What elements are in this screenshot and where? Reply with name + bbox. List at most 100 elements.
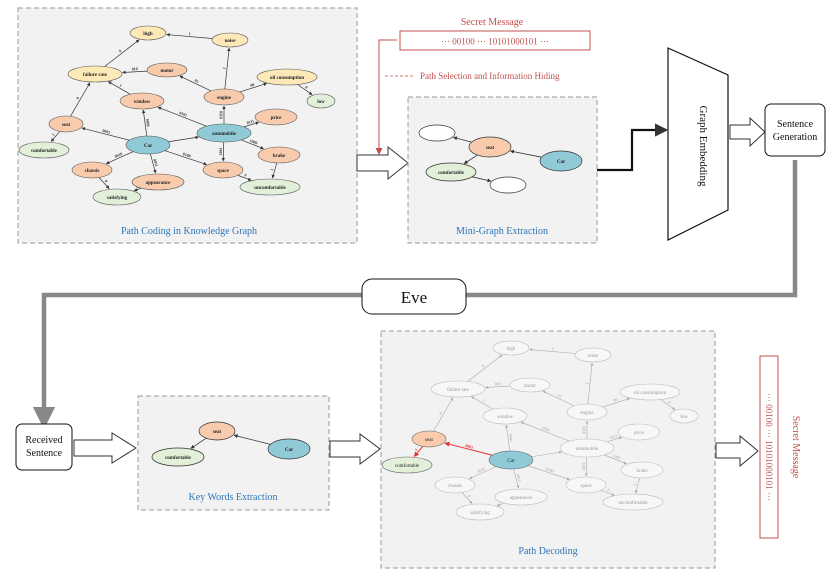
dec-node-label-automobile: automobile bbox=[576, 447, 599, 452]
graph-embedding-label: Graph Embedding bbox=[697, 106, 709, 187]
path-selection-label: Path Selection and Information Hiding bbox=[420, 71, 560, 81]
kg-edge-noise-high bbox=[166, 33, 213, 39]
kw-node-label-comfortable: comfortable bbox=[165, 456, 192, 461]
kg-edge-label-chassis-satisfying: 0 bbox=[104, 179, 109, 184]
kg-node-engine bbox=[203, 88, 245, 106]
dec-node-automobile bbox=[559, 438, 615, 458]
kg-edge-car-space bbox=[164, 150, 208, 166]
dec-node-label-appearance: appearance bbox=[510, 496, 533, 501]
dec-node-label-failure: failure rate bbox=[447, 388, 470, 393]
dec-node-uncomfortable bbox=[602, 493, 664, 511]
dec-edge-car-chassis bbox=[468, 466, 497, 479]
dec-edge-label-automobile-window: 0101 bbox=[542, 425, 551, 433]
arrow-decode-to-secret bbox=[715, 434, 759, 468]
kg-node-label-window: window bbox=[134, 100, 151, 105]
kg-edge-engine-motor bbox=[179, 75, 212, 92]
dec-node-satisfying bbox=[455, 503, 505, 521]
dec-node-label-car: Car bbox=[507, 459, 515, 464]
dec-edge-label-window-failure: 1 bbox=[482, 398, 486, 403]
kg-edge-brake-uncomfortable bbox=[271, 162, 278, 179]
dec-node-seat bbox=[411, 430, 447, 448]
dec-node-oil bbox=[619, 383, 681, 401]
dec-edge-chassis-satisfying bbox=[461, 492, 473, 504]
mini-node-label-seat: seat bbox=[486, 146, 495, 151]
kg-edge-automobile-price bbox=[243, 121, 260, 128]
dec-node-label-space: space bbox=[580, 484, 592, 489]
kg-edge-label-car-chassis: 0010 bbox=[114, 151, 123, 159]
received-sentence-line2: Sentence bbox=[26, 448, 63, 459]
kg-edge-car-seat bbox=[81, 127, 130, 141]
graph-embedding-block bbox=[667, 47, 729, 241]
dec-edge-label-motor-failure: 010 bbox=[495, 381, 501, 386]
arrow-keywords-to-decode bbox=[329, 433, 381, 465]
kg-edge-label-engine-noise: 1 bbox=[221, 67, 226, 70]
kg-node-brake bbox=[257, 146, 301, 164]
decode-panel-title: Path Decoding bbox=[518, 546, 577, 557]
kg-edge-label-engine-motor: 01 bbox=[194, 78, 200, 84]
kg-edge-space-uncomfortable bbox=[237, 175, 252, 181]
kg-edge-automobile-space bbox=[221, 141, 226, 162]
kg-node-high bbox=[129, 25, 167, 41]
dec-node-space bbox=[565, 476, 607, 494]
dec-node-label-price: price bbox=[634, 431, 645, 436]
kg-edge-seat-comfortable bbox=[50, 131, 60, 142]
kg-node-failure bbox=[67, 65, 123, 83]
dec-edge-label-automobile-engine: 0110 bbox=[582, 426, 587, 434]
kg-node-low bbox=[306, 93, 336, 109]
dec-node-label-brake: brake bbox=[636, 469, 648, 474]
kg-edge-automobile-brake bbox=[241, 139, 264, 150]
dec-edge-label-car-seat: 0001 bbox=[465, 443, 474, 450]
kg-edge-label-space-uncomfortable: 0 bbox=[244, 172, 248, 177]
kg-edge-label-seat-comfortable: 1 bbox=[51, 132, 56, 137]
mini-node-car bbox=[539, 150, 583, 172]
kg-node-label-chassis: chassis bbox=[85, 169, 100, 174]
kg-node-label-satisfying: satisfying bbox=[107, 196, 128, 201]
dec-node-label-motor: motor bbox=[524, 384, 536, 389]
kg-node-noise bbox=[211, 32, 249, 48]
dec-edge-car-appearance bbox=[513, 468, 520, 489]
dec-edge-label-oil-low: 0 bbox=[667, 400, 672, 405]
kg-edge-oil-low bbox=[297, 84, 313, 95]
dec-node-failure bbox=[430, 380, 486, 398]
kg-node-appearance bbox=[131, 173, 185, 191]
eve-box bbox=[361, 278, 467, 315]
dec-edge-label-chassis-satisfying: 0 bbox=[467, 494, 472, 499]
dec-node-low bbox=[669, 408, 699, 424]
dec-node-label-comfortable: comfortable bbox=[395, 464, 420, 469]
dec-edge-brake-uncomfortable bbox=[634, 477, 641, 494]
kg-node-chassis bbox=[71, 161, 113, 179]
kg-edge-automobile-window bbox=[157, 106, 207, 127]
kw-node-label-car: Car bbox=[285, 448, 294, 453]
kg-node-satisfying bbox=[92, 188, 142, 206]
dec-node-appearance bbox=[494, 488, 548, 506]
secret-message-label: Secret Message bbox=[461, 17, 524, 28]
dec-edge-label-seat-failure: 0 bbox=[438, 411, 443, 415]
dec-node-label-window: window bbox=[497, 415, 514, 420]
kw-node-seat bbox=[198, 421, 236, 441]
dec-node-label-uncomfortable: uncomfortable bbox=[618, 501, 648, 506]
sentence-generation-line2: Generation bbox=[773, 132, 817, 143]
secret-bits-out: ··· 00100 ··· 10101000101 ··· bbox=[764, 393, 774, 501]
kg-edge-label-failure-high: 0 bbox=[118, 48, 123, 53]
kg-edge-label-automobile-space: 1001 bbox=[218, 147, 223, 155]
dec-node-label-noise: noise bbox=[588, 354, 599, 359]
kg-edge-label-car-window: 0000 bbox=[145, 118, 151, 127]
kg-node-label-appearance: appearance bbox=[146, 181, 172, 186]
eve-label: Eve bbox=[401, 288, 427, 307]
dec-edge-label-automobile-brake: 1000 bbox=[612, 453, 621, 461]
kg-edge-window-failure bbox=[107, 81, 131, 95]
dec-edge-car-automobile bbox=[531, 450, 562, 458]
kg-node-label-low: low bbox=[317, 100, 325, 105]
kg-node-label-space: space bbox=[217, 169, 229, 174]
kg-edge-chassis-satisfying bbox=[98, 177, 110, 189]
kg-edge-label-car-seat: 0001 bbox=[102, 128, 111, 135]
mini-node-m2 bbox=[489, 176, 527, 194]
kg-node-label-seat: seat bbox=[62, 123, 71, 128]
dec-edge-label-seat-comfortable: 1 bbox=[414, 447, 419, 452]
kg-node-label-motor: motor bbox=[160, 69, 174, 74]
dec-edge-label-automobile-space: 1001 bbox=[581, 462, 586, 470]
secret-message-out-label: Secret Message bbox=[790, 416, 801, 479]
dec-edge-automobile-window bbox=[520, 421, 570, 442]
kg-node-price bbox=[254, 108, 298, 126]
dec-edge-label-car-appearance: 0011 bbox=[515, 473, 522, 482]
